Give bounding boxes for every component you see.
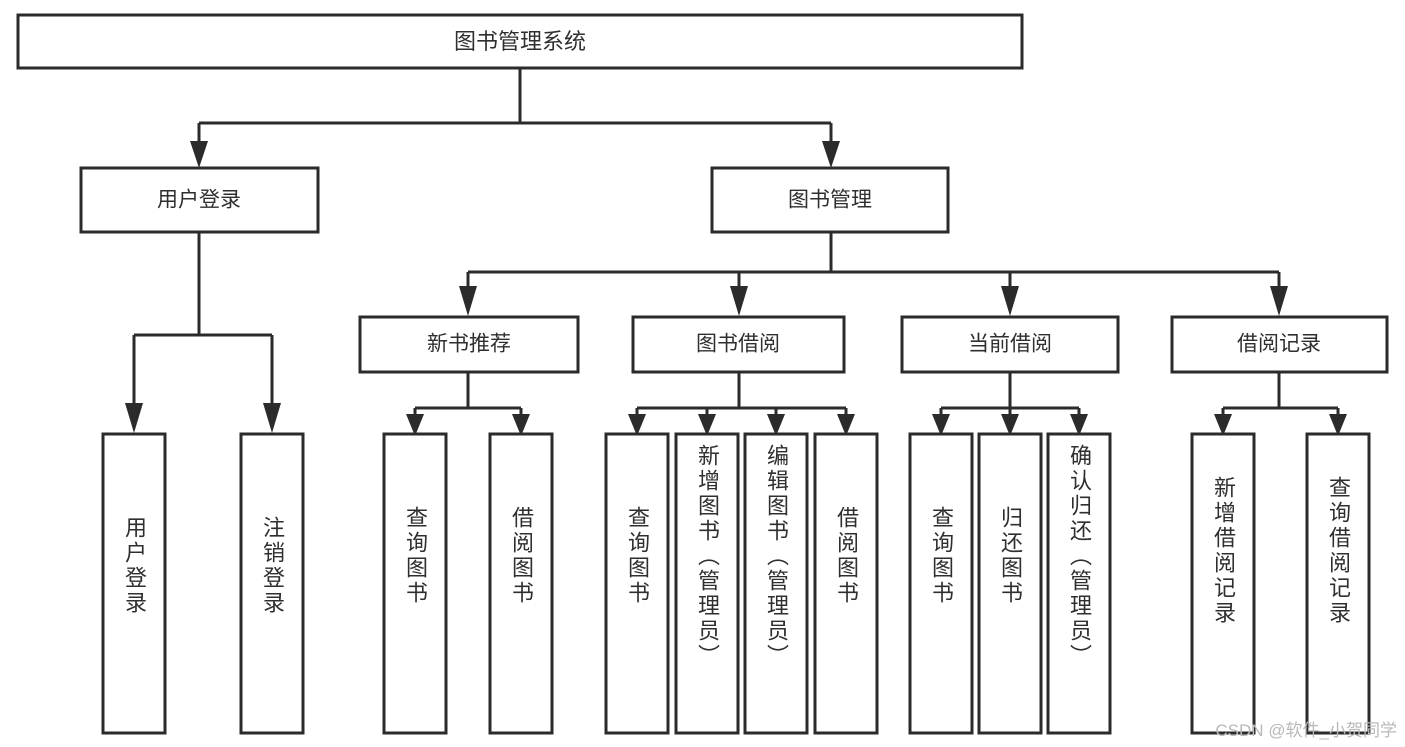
leaf-box-query-book-1[interactable] — [382, 432, 448, 735]
arrow-head-leaf-logout-login — [263, 403, 281, 433]
arrow-head-leaf-query-record — [1329, 414, 1347, 436]
node-borrow-record[interactable]: 借阅记录 — [1170, 315, 1389, 374]
arrow-head-book-borrow — [730, 286, 748, 316]
leaf-box-return-book[interactable] — [977, 432, 1043, 735]
leaf-box-add-record[interactable] — [1190, 432, 1256, 735]
leaf-boxes-group — [101, 432, 1371, 735]
leaf-box-add-book[interactable] — [674, 432, 740, 735]
node-user-login[interactable]: 用户登录 — [79, 166, 320, 234]
node-new-book-recommend[interactable]: 新书推荐 — [358, 315, 580, 374]
arrow-head-leaf-confirm-return — [1070, 414, 1088, 436]
connector-group-borrow-record — [1214, 372, 1347, 436]
arrow-head-leaf-query-book-1 — [406, 414, 424, 436]
leaf-box-edit-book[interactable] — [743, 432, 809, 735]
arrow-head-book-management — [822, 141, 840, 168]
connector-group-new-book-recommend — [406, 372, 530, 436]
arrow-head-leaf-return-book — [1001, 414, 1019, 436]
arrow-head-leaf-query-book-2 — [628, 414, 646, 436]
node-book-borrow[interactable]: 图书借阅 — [631, 315, 846, 374]
node-borrow-record-box[interactable] — [1170, 315, 1389, 374]
node-root-box[interactable] — [16, 13, 1024, 70]
connector-group-book-management — [459, 232, 1288, 316]
arrow-head-user-login — [190, 141, 208, 168]
node-book-borrow-box[interactable] — [631, 315, 846, 374]
node-current-borrow[interactable]: 当前借阅 — [900, 315, 1120, 374]
node-book-management-label: 图书管理 — [788, 189, 872, 212]
node-root-label: 图书管理系统 — [454, 29, 586, 54]
leaf-box-user-login[interactable] — [101, 432, 167, 735]
csdn-watermark: CSDN @软件_小贺同学 — [1215, 721, 1397, 740]
node-book-management[interactable]: 图书管理 — [710, 166, 950, 234]
node-root[interactable]: 图书管理系统 — [16, 13, 1024, 70]
node-borrow-record-label: 借阅记录 — [1237, 333, 1321, 356]
arrow-head-leaf-add-record — [1214, 414, 1232, 436]
node-current-borrow-box[interactable] — [900, 315, 1120, 374]
arrow-head-current-borrow — [1001, 286, 1019, 316]
node-user-login-box[interactable] — [79, 166, 320, 234]
connector-group-root — [190, 68, 840, 168]
connector-group-current-borrow — [932, 372, 1088, 436]
leaf-box-logout-login[interactable] — [239, 432, 305, 735]
node-new-book-recommend-label: 新书推荐 — [427, 333, 511, 356]
arrow-head-leaf-borrow-book-1 — [512, 414, 530, 436]
node-user-login-label: 用户登录 — [157, 189, 241, 212]
leaf-box-query-book-3[interactable] — [908, 432, 974, 735]
leaf-box-borrow-book-1[interactable] — [488, 432, 554, 735]
arrow-head-new-book-recommend — [459, 286, 477, 316]
arrow-head-leaf-user-login — [125, 403, 143, 433]
arrow-head-borrow-record — [1270, 286, 1288, 316]
arrow-head-leaf-edit-book — [767, 414, 785, 436]
connector-group-user-login — [125, 232, 281, 433]
connector-group-book-borrow — [628, 372, 855, 436]
leaf-box-confirm-return[interactable] — [1046, 432, 1112, 735]
leaf-box-query-book-2[interactable] — [604, 432, 670, 735]
node-book-management-box[interactable] — [710, 166, 950, 234]
leaf-box-query-record[interactable] — [1305, 432, 1371, 735]
arrow-head-leaf-add-book — [698, 414, 716, 436]
node-book-borrow-label: 图书借阅 — [696, 333, 780, 356]
node-new-book-recommend-box[interactable] — [358, 315, 580, 374]
leaf-box-borrow-book-2[interactable] — [813, 432, 879, 735]
arrow-head-leaf-query-book-3 — [932, 414, 950, 436]
node-current-borrow-label: 当前借阅 — [968, 333, 1052, 356]
arrow-head-leaf-borrow-book-2 — [837, 414, 855, 436]
